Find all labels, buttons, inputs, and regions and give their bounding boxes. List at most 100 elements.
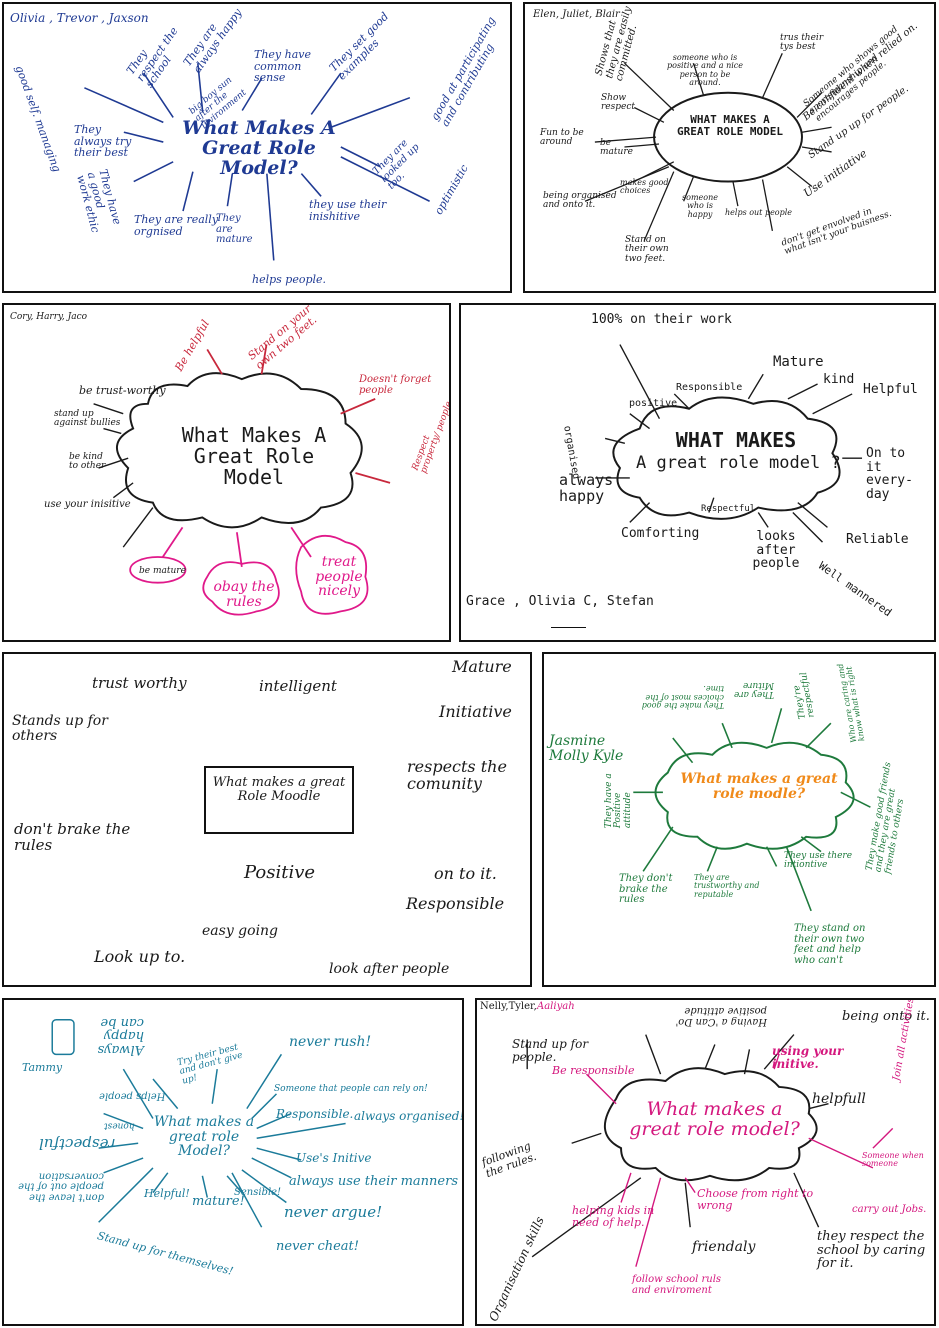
idea-text: be trust-worthy (79, 384, 166, 397)
mind-map-lines (51, 1019, 346, 1228)
panel-nelly-tyler-aaliyah: Nelly,Tyler, Aaliyah What makes a great … (475, 998, 936, 1326)
idea-text: Stand up for people. (512, 1037, 589, 1064)
idea-text: Comforting (621, 526, 700, 541)
idea-text: never cheat! (276, 1239, 359, 1254)
idea-text: always use their manners (289, 1174, 458, 1189)
idea-text: always happy (559, 471, 614, 505)
idea-text: They don't brake the rules (619, 873, 673, 905)
mind-map-lines (526, 1034, 894, 1267)
idea-text: they respect the school by caring for it… (817, 1229, 926, 1272)
idea-text: stand up against bullies (54, 409, 121, 429)
idea-text: being onto it. (842, 1009, 930, 1024)
idea-text: 100% on their work (591, 312, 732, 327)
idea-text: Look up to. (94, 947, 186, 966)
idea-text: mature! (192, 1194, 245, 1209)
idea-text: Responsible (676, 382, 743, 393)
idea-text: Mature (773, 354, 824, 370)
idea-text: They are Miture (733, 679, 774, 699)
center-title: What makes a great role model? (629, 1098, 800, 1140)
panel-brainstorm-list: What makes a great Role Moodle trust wor… (2, 652, 532, 987)
idea-text: be mature (139, 566, 186, 576)
idea-text: Sensible! (234, 1187, 282, 1198)
idea-text: They stand on their own two feet and hel… (794, 923, 866, 966)
idea-text: someone who is positive and a nice perso… (667, 53, 743, 88)
idea-text: Reliable (846, 532, 909, 547)
idea-text: friendaly (692, 1239, 756, 1255)
idea-text: never rush! (289, 1034, 372, 1050)
idea-text: They make the good choices most of the t… (641, 684, 724, 711)
center-title-top: WHAT MAKES (675, 428, 797, 452)
idea-text: Initiative (439, 702, 512, 721)
idea-text: Having a 'Can Do' positive attitude (675, 1005, 767, 1028)
idea-text: helping kids in need of help. (572, 1204, 655, 1229)
idea-text: respectful (39, 1134, 116, 1153)
group-names: Jasmine Molly Kyle (549, 733, 624, 764)
idea-text: Doesn't forget people (359, 374, 432, 396)
idea-text: Fun to be around (540, 128, 584, 148)
panel-elen-juliet-blair: Elen, Juliet, Blair WHAT MAKES A GREAT R… (523, 2, 936, 293)
name-underline (551, 627, 586, 628)
idea-text: always organised! (354, 1109, 464, 1123)
idea-text: on to it. (434, 864, 497, 883)
idea-text: Mature (452, 657, 512, 676)
idea-text: makes good choices (620, 178, 669, 196)
idea-text: Someone that people can rely on! (274, 1084, 428, 1094)
center-title: What makes a great role modle? (680, 771, 838, 802)
idea-text: don't leave the people out of the conver… (18, 1170, 104, 1203)
idea-text: follow school ruls and enviroment (632, 1274, 722, 1296)
idea-text: use your inisitive (44, 499, 131, 510)
group-names: Grace , Olivia C, Stefan (466, 594, 654, 609)
mind-map-lines (93, 344, 391, 616)
idea-text: Helps people (99, 1090, 166, 1102)
idea-text: Choose from right to wrong (697, 1187, 814, 1212)
panel-jasmine-molly-kyle: Jasmine Molly Kyle What makes a great ro… (542, 652, 936, 987)
idea-text: never argue! (284, 1203, 383, 1221)
idea-text: They always try their best (74, 123, 132, 160)
idea-text: Helpful! (144, 1187, 190, 1200)
idea-text: being organised and onto it. (543, 191, 617, 211)
idea-text: don't brake the rules (14, 820, 131, 854)
idea-text: someone who is happy (682, 193, 718, 219)
center-title: What makes a great role Model? (153, 1114, 255, 1160)
idea-text: Be responsible (552, 1064, 635, 1077)
idea-text: using your initive. (772, 1044, 844, 1071)
mind-map-lines (84, 63, 430, 261)
idea-text: honest (104, 1120, 135, 1131)
idea-text: They use there intiontive (784, 851, 853, 871)
idea-text: They are trustworthy and reputable (694, 873, 760, 899)
group-names: Nelly,Tyler, (480, 1001, 537, 1012)
group-names: Elen, Juliet, Blair (533, 9, 620, 20)
idea-text: Stands up for others (12, 713, 108, 744)
idea-text: Respectful (701, 504, 756, 514)
mind-map-lines (595, 344, 863, 543)
idea-text: Positive (244, 862, 316, 883)
idea-text: kind (823, 372, 855, 387)
idea-text: Stand on their own two feet. (625, 235, 669, 264)
group-names: Cory, Harry, Jaco (10, 312, 88, 322)
center-title-box (204, 766, 354, 834)
idea-text: helpfull (812, 1091, 866, 1107)
idea-text: They are mature (216, 213, 253, 245)
mind-map-lines (584, 53, 832, 241)
panel-grace-olivia-stefan: 100% on their work WHAT MAKES A great ro… (459, 303, 936, 642)
group-names: Olivia , Trevor , Jaxson (10, 11, 149, 25)
idea-text: trus their tys best (780, 33, 824, 53)
idea-text: Someone when someone (862, 1151, 924, 1169)
idea-text: Responsible (406, 894, 505, 913)
idea-text: respects the comunity (407, 757, 507, 793)
idea-text: positive (629, 398, 678, 409)
idea-text: Responsible. (276, 1107, 354, 1121)
idea-text: They are really orgnised (134, 213, 219, 238)
idea-text: looks after people (752, 529, 800, 572)
idea-text: trust worthy (92, 674, 187, 692)
idea-text: they use their inishitive (309, 198, 387, 223)
panel-teal-mind-map: What makes a great role Model? Always ha… (2, 998, 464, 1326)
idea-text: helps people. (252, 273, 327, 286)
idea-text: They have a Positive attitude (603, 773, 633, 829)
idea-text: Use's Initive (296, 1151, 372, 1165)
panel-olivia-trevor-jaxson: Olivia , Trevor , Jaxson What Makes A Gr… (2, 2, 512, 293)
idea-text: helps out people (725, 208, 793, 217)
idea-text: be kind to other (69, 452, 106, 472)
mind-map-lines (633, 708, 871, 912)
center-title: What Makes A Great Role Model (181, 423, 327, 489)
